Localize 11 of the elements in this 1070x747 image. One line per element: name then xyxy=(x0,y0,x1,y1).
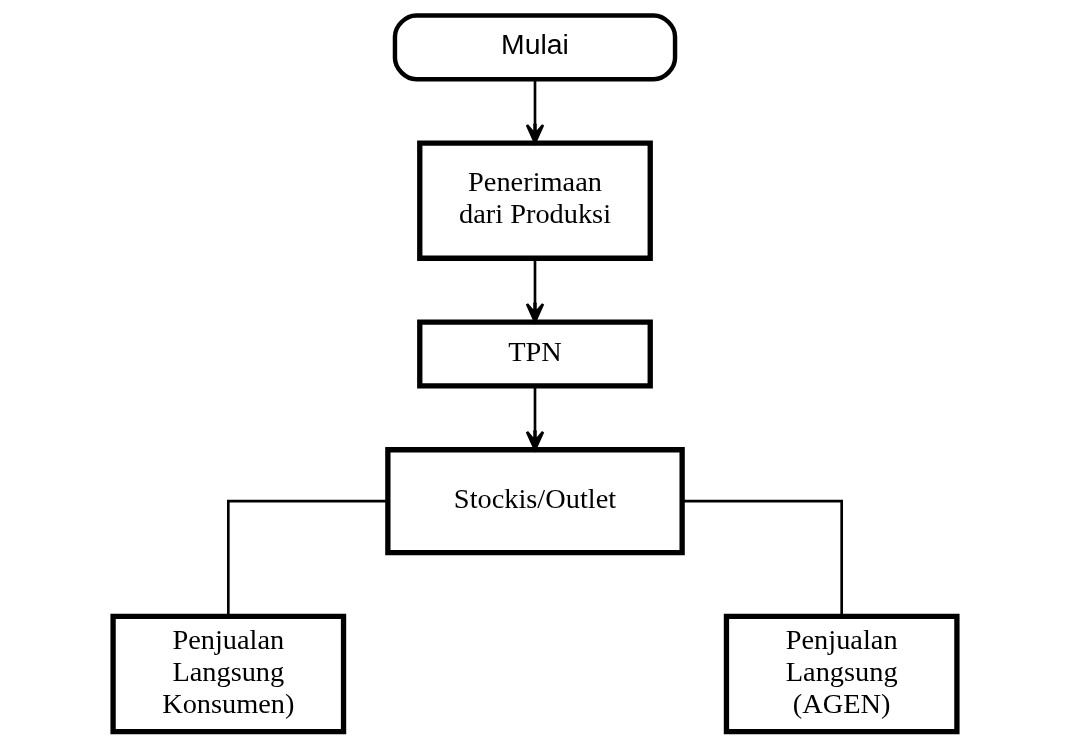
arrow xyxy=(525,385,545,451)
connector xyxy=(227,499,388,616)
arrow xyxy=(525,258,545,324)
node-box: Mulai xyxy=(392,13,678,82)
node-box: TPN xyxy=(417,319,653,389)
arrow xyxy=(525,79,545,145)
node-box: Penjualan Langsung (AGEN) xyxy=(723,613,960,735)
connector xyxy=(682,499,843,616)
node-box: Stockis/Outlet xyxy=(385,447,685,556)
node-box: Penerimaan dari Produksi xyxy=(417,140,653,261)
node-box: Penjualan Langsung Konsumen) xyxy=(110,613,347,735)
